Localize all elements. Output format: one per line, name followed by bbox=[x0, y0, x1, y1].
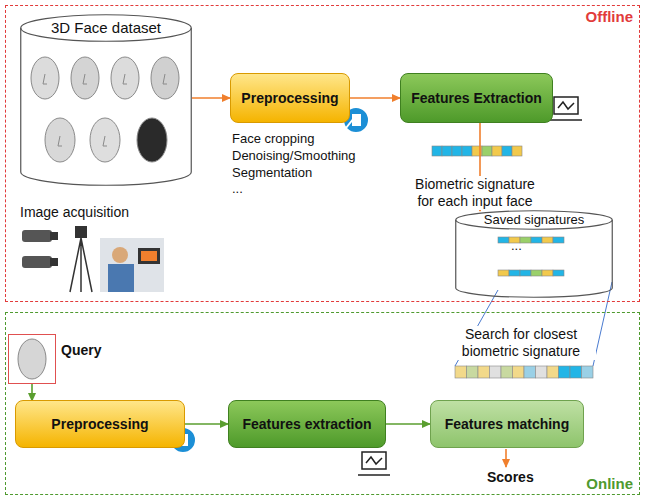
storage-cylinder: Saved signatures... bbox=[455, 210, 613, 298]
search-caption: Search for closest biometric signature bbox=[446, 326, 596, 360]
query-face bbox=[18, 339, 46, 379]
step-item: Segmentation bbox=[232, 164, 312, 181]
ellipsis: ... bbox=[455, 238, 522, 254]
box-label: Features matching bbox=[445, 416, 569, 432]
flow-arrow bbox=[31, 384, 33, 401]
box-label: Preprocessing bbox=[51, 416, 148, 432]
scores-arrow bbox=[505, 449, 507, 467]
step-item: Face cropping bbox=[232, 130, 314, 147]
box-label: Features Extraction bbox=[411, 90, 542, 106]
computer-icon bbox=[358, 97, 582, 475]
section-label: Image acquisition bbox=[20, 204, 129, 221]
step-item: ... bbox=[232, 180, 243, 197]
acquisition-devices bbox=[22, 226, 164, 292]
query-label: Query bbox=[61, 342, 101, 358]
flow-arrow bbox=[192, 97, 230, 99]
signature-caption: Biometric signature for each input face bbox=[405, 176, 545, 210]
process-box: Features extraction bbox=[228, 400, 386, 448]
flow-arrow bbox=[185, 423, 228, 425]
output-label: Scores bbox=[487, 469, 534, 486]
cylinder-title: 3D Face dataset bbox=[20, 14, 192, 36]
cylinder-title: Saved signatures bbox=[455, 210, 613, 228]
region-title: Online bbox=[6, 473, 639, 494]
step-item: Denoising/Smoothing bbox=[232, 147, 356, 164]
cylinder-outline bbox=[20, 14, 192, 186]
process-box: Features Extraction bbox=[400, 73, 553, 123]
box-label: Features extraction bbox=[242, 416, 371, 432]
dataset-cylinder: 3D Face dataset bbox=[20, 14, 192, 186]
process-box: Features matching bbox=[430, 400, 584, 448]
process-box: Preprocessing bbox=[230, 73, 350, 123]
query-image: Query bbox=[8, 334, 56, 384]
box-label: Preprocessing bbox=[241, 90, 338, 106]
process-box: Preprocessing bbox=[15, 400, 185, 448]
flow-arrow bbox=[350, 97, 400, 99]
face-images bbox=[31, 57, 179, 162]
flow-arrow bbox=[386, 423, 430, 425]
